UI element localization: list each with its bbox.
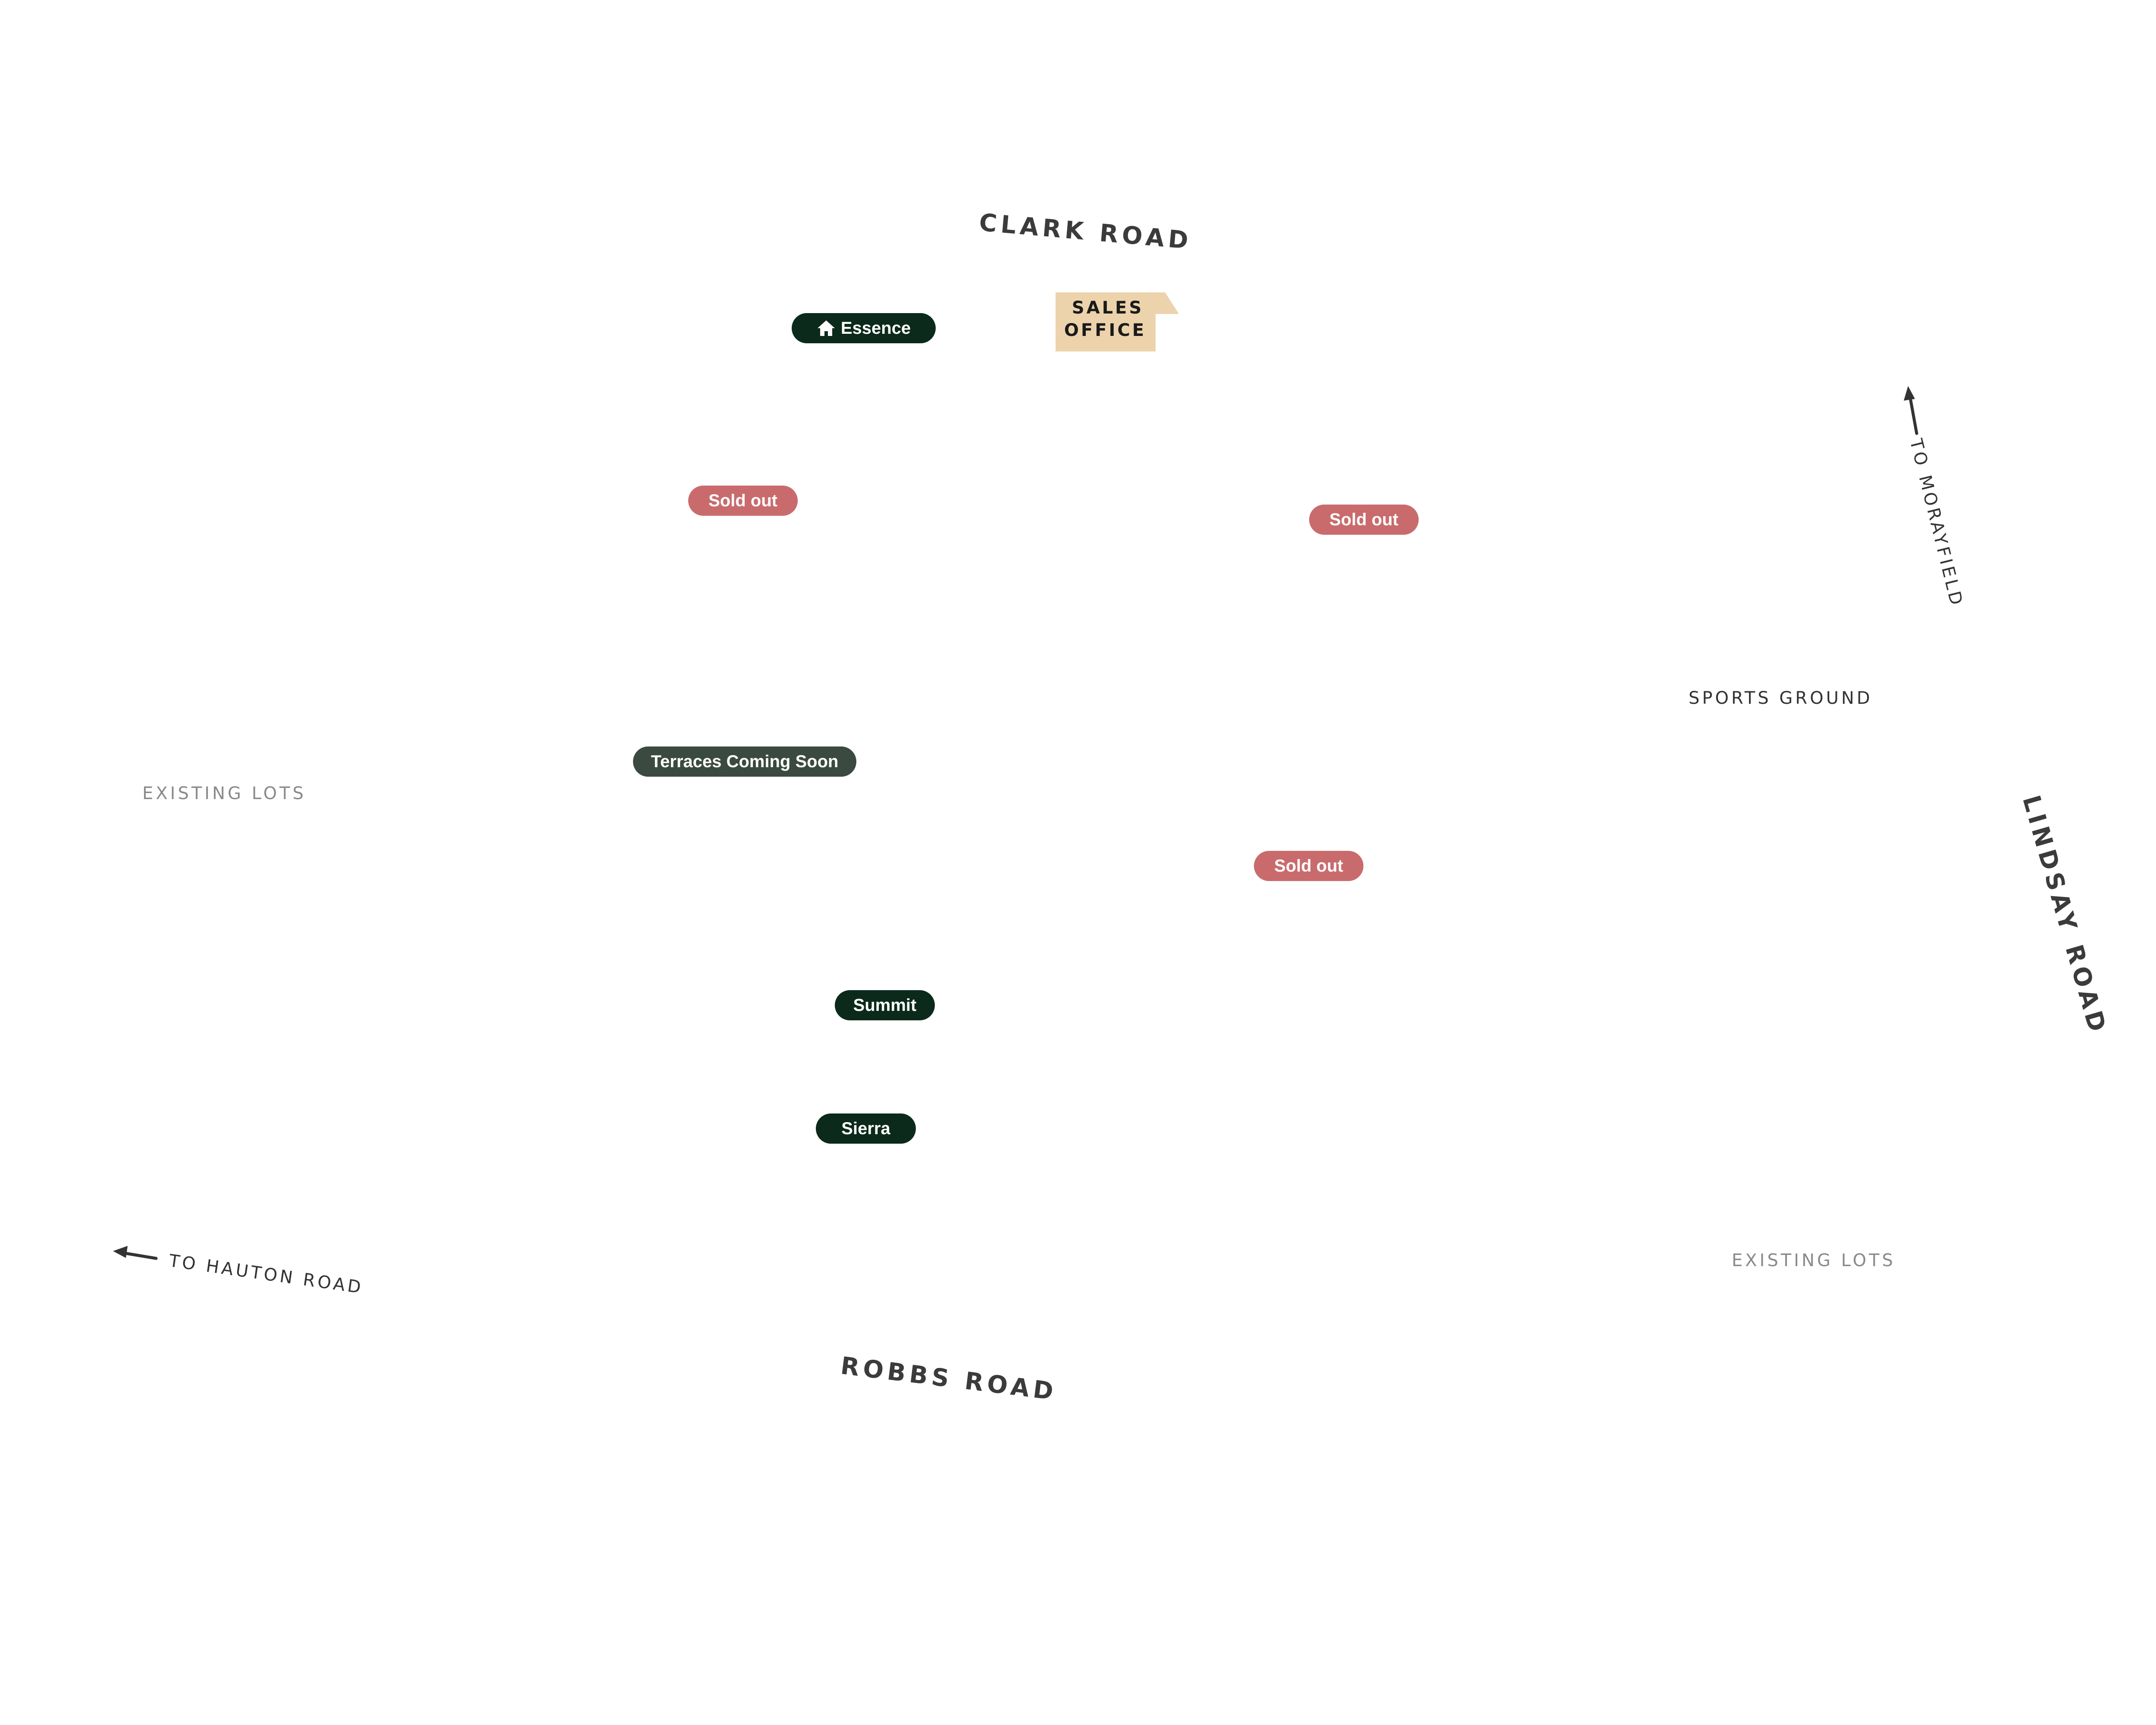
terraces-coming-soon-label: Terraces Coming Soon <box>651 752 839 771</box>
sold-out-marker-2[interactable]: Sold out <box>1309 505 1419 535</box>
robbs-road-label: ROBBS ROAD <box>839 1352 1059 1406</box>
sierra-marker[interactable]: Sierra <box>816 1113 916 1144</box>
sold-out-label-3: Sold out <box>1274 856 1343 875</box>
clark-road-label: CLARK ROAD <box>978 208 1194 255</box>
home-icon <box>817 320 835 336</box>
arrow-left-icon <box>113 1246 158 1260</box>
sales-office-marker[interactable]: SALES OFFICE <box>1056 292 1179 351</box>
sports-ground-label: SPORTS GROUND <box>1689 688 1873 708</box>
sales-office-tag-shape <box>1056 292 1179 351</box>
sold-out-label-2: Sold out <box>1329 510 1398 529</box>
summit-label: Summit <box>853 995 917 1015</box>
terraces-coming-soon-marker[interactable]: Terraces Coming Soon <box>633 746 856 777</box>
essence-marker[interactable]: Essence <box>792 313 936 343</box>
sales-office-line1: SALES <box>1072 298 1144 318</box>
existing-lots-west-label: EXISTING LOTS <box>142 784 306 803</box>
to-morayfield-label: TO MORAYFIELD <box>1905 437 1967 609</box>
existing-lots-east-label: EXISTING LOTS <box>1732 1251 1896 1270</box>
essence-label: Essence <box>840 318 911 338</box>
sales-office-text: SALES OFFICE <box>1056 297 1155 342</box>
to-hauton-road-label: TO HAUTON ROAD <box>168 1251 365 1298</box>
sold-out-marker-3[interactable]: Sold out <box>1254 851 1363 881</box>
sold-out-marker-1[interactable]: Sold out <box>688 486 798 516</box>
arrow-up-icon <box>1904 386 1918 435</box>
summit-marker[interactable]: Summit <box>835 990 935 1020</box>
sold-out-label-1: Sold out <box>708 491 777 510</box>
sales-office-line2: OFFICE <box>1064 320 1147 340</box>
lindsay-road-label: LINDSAY ROAD <box>2017 792 2112 1038</box>
sierra-label: Sierra <box>841 1119 890 1138</box>
